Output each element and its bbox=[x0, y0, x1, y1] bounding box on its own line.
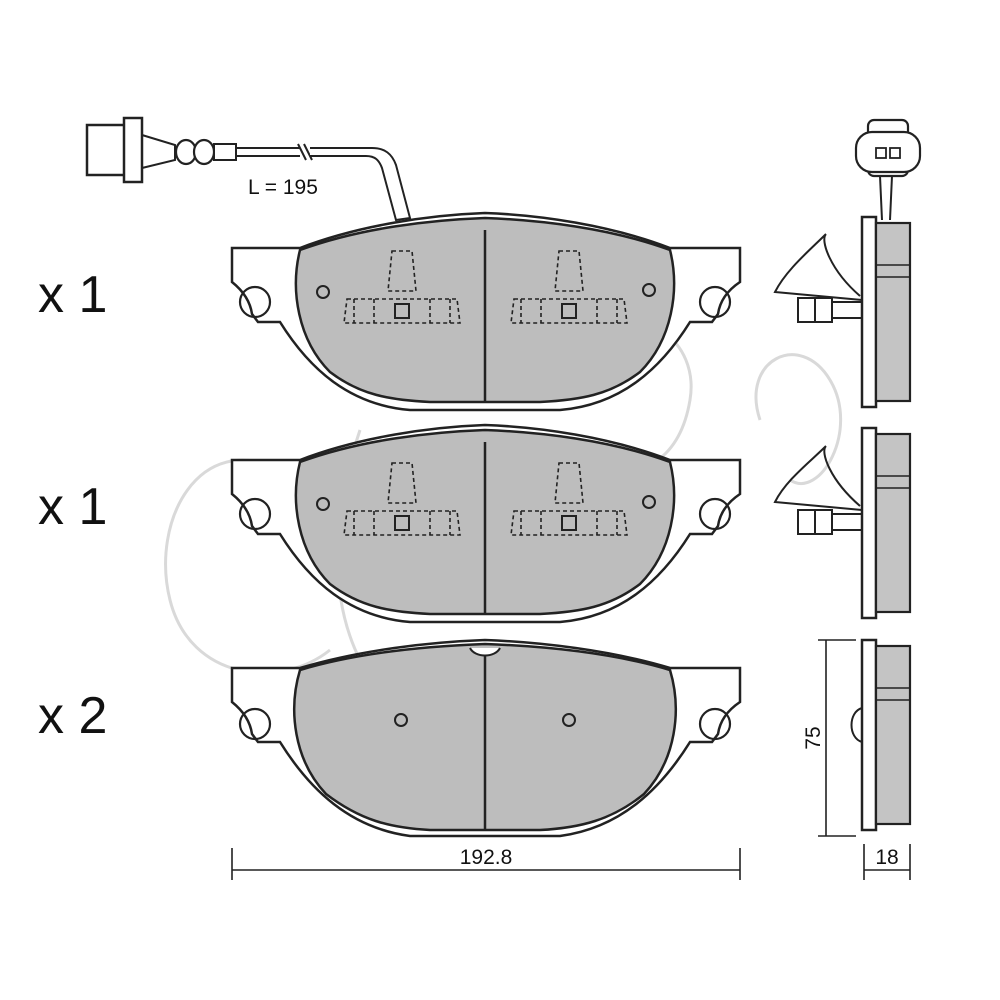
side-view-2 bbox=[773, 426, 912, 620]
height-dimension bbox=[818, 639, 856, 837]
quantity-label-3: x 2 bbox=[38, 687, 107, 745]
quantity-label-2: x 1 bbox=[38, 478, 107, 536]
sensor-connector-side bbox=[854, 118, 922, 221]
thickness-label: 18 bbox=[875, 846, 898, 869]
width-dimension bbox=[231, 848, 741, 880]
quantity-label-1: x 1 bbox=[38, 266, 107, 324]
wire-length-label: L = 195 bbox=[248, 176, 318, 199]
height-label: 75 bbox=[802, 726, 825, 749]
thickness-dimension bbox=[863, 844, 911, 880]
wear-sensor-wire bbox=[85, 116, 412, 222]
side-view-1 bbox=[773, 118, 922, 409]
pad-row-2 bbox=[230, 423, 742, 624]
pad-row-3 bbox=[230, 638, 742, 838]
pad-row-1: L = 195 bbox=[85, 116, 742, 412]
side-view-3 bbox=[850, 638, 912, 832]
width-label: 192.8 bbox=[460, 846, 513, 869]
